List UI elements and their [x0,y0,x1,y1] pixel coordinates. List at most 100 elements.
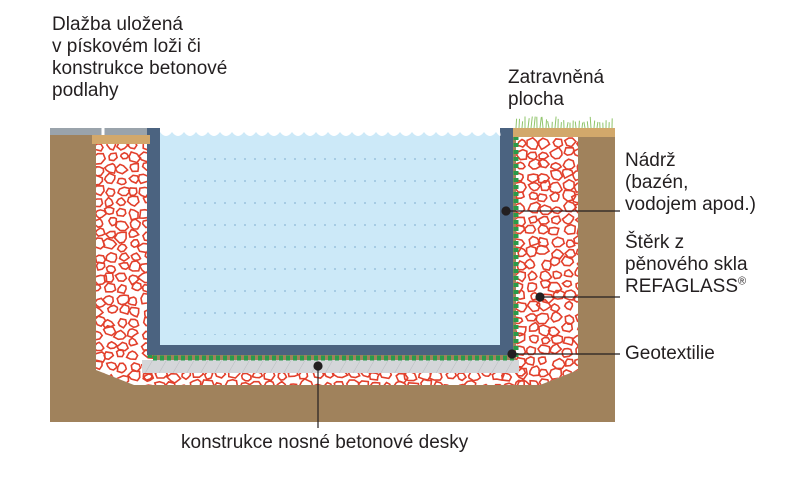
label-paving-line: podlahy [52,80,119,101]
gravel-stone [516,379,532,385]
gravel-stone [119,151,130,160]
gravel-stone [117,317,128,329]
gravel-stone [128,174,140,185]
label-tank-line: Nádrž [625,150,676,171]
gravel-stone [129,162,140,173]
gravel-stone [103,172,116,185]
grass-blade [581,122,584,129]
gravel-stone [403,370,418,382]
gravel-stone [550,215,562,225]
gravel-stone [113,231,127,244]
gravel-stone [102,237,118,250]
gravel-stone [537,223,550,235]
gravel-stone [108,152,118,162]
gravel-stone [106,340,119,350]
grass-blade [583,121,586,129]
gravel-stone [119,303,131,316]
gravel-stone [524,224,537,234]
tank [147,128,513,355]
gravel-stone [102,324,117,337]
gravel-stone [101,295,115,306]
gravel-stone [322,381,333,385]
gravel-stone [105,187,116,197]
gravel-stone [537,137,551,151]
gravel-stone [534,244,551,255]
gravel-stone [153,380,168,385]
gravel-stone [369,381,381,385]
gravel-stone [551,236,566,248]
grass-area [513,116,615,137]
gravel-stone [96,165,105,177]
gravel-stone [573,182,578,193]
gravel-stone [112,329,127,341]
gravel-stone [115,196,127,207]
gravel-stone [549,146,563,160]
gravel-stone [548,342,563,355]
gravel-stone [249,380,263,385]
leader-geotextile-dot [507,349,517,359]
label-grass-line: plocha [508,89,564,110]
gravel-stone [547,226,560,236]
gravel-stone [563,223,577,236]
grass-blade [533,116,536,129]
gravel-stone [550,206,564,215]
gravel-stone [528,235,542,248]
gravel-stone [126,327,139,339]
gravel-stone [118,252,131,263]
grass-blade [545,119,547,129]
gravel-stone [560,255,575,267]
gravel-stone [128,260,141,272]
gravel-stone [552,289,566,300]
gravel-stone [116,177,127,186]
gravel-stone [96,209,108,219]
grass-blade [521,121,524,129]
gravel-stone [127,296,138,307]
gravel-stone [96,283,102,292]
gravel-stone [538,378,550,385]
gravel-stone [564,358,575,367]
gravel-stone [563,146,576,157]
grass-blade [574,121,577,129]
gravel-stone [524,313,538,322]
gravel-stone [116,243,128,253]
water-dots [178,150,483,335]
gravel-stone [115,207,127,218]
gravel-stone [575,246,578,258]
gravel-stone [105,251,118,263]
gravel-stone [96,341,105,352]
gravel-stone [575,281,578,291]
label-paving-line: v pískovém loži či [52,36,201,57]
gravel-stone [547,181,563,194]
gravel-stone [381,381,393,385]
gravel-stone [528,334,539,344]
leader-gravel-dot [535,292,545,302]
gravel-stone [96,227,106,237]
gravel-stone [575,138,578,150]
grass-blade [530,116,533,129]
gravel-stone [114,272,128,283]
gravel-stone [572,147,578,158]
gravel-stone [549,191,560,203]
gravel-stone [549,256,561,267]
label-geotextile-text: Geotextilie [625,343,715,364]
label-gravel: Štěrk z pěnového skla REFAGLASS® [625,232,748,298]
gravel-stone [574,266,578,279]
gravel-stone [117,261,131,271]
gravel-stone [96,330,104,341]
label-geotextile: Geotextilie [625,343,715,365]
gravel-stone [275,380,287,385]
gravel-stone [103,206,115,216]
gravel-stone [527,215,539,225]
gravel-stone [562,158,576,171]
label-paving: Dlažba uložená v pískovém loži či konstr… [52,14,227,102]
gravel-stone [535,312,550,325]
label-paving-line: Dlažba uložená [52,14,183,35]
gravel-stone [107,216,118,227]
gravel-stone [463,379,477,385]
gravel-stone [563,289,577,301]
gravel-stone [537,158,551,169]
grass-blade [554,116,557,129]
gravel-stone [576,225,578,238]
gravel-stone [96,152,107,165]
gravel-stone [551,357,566,370]
